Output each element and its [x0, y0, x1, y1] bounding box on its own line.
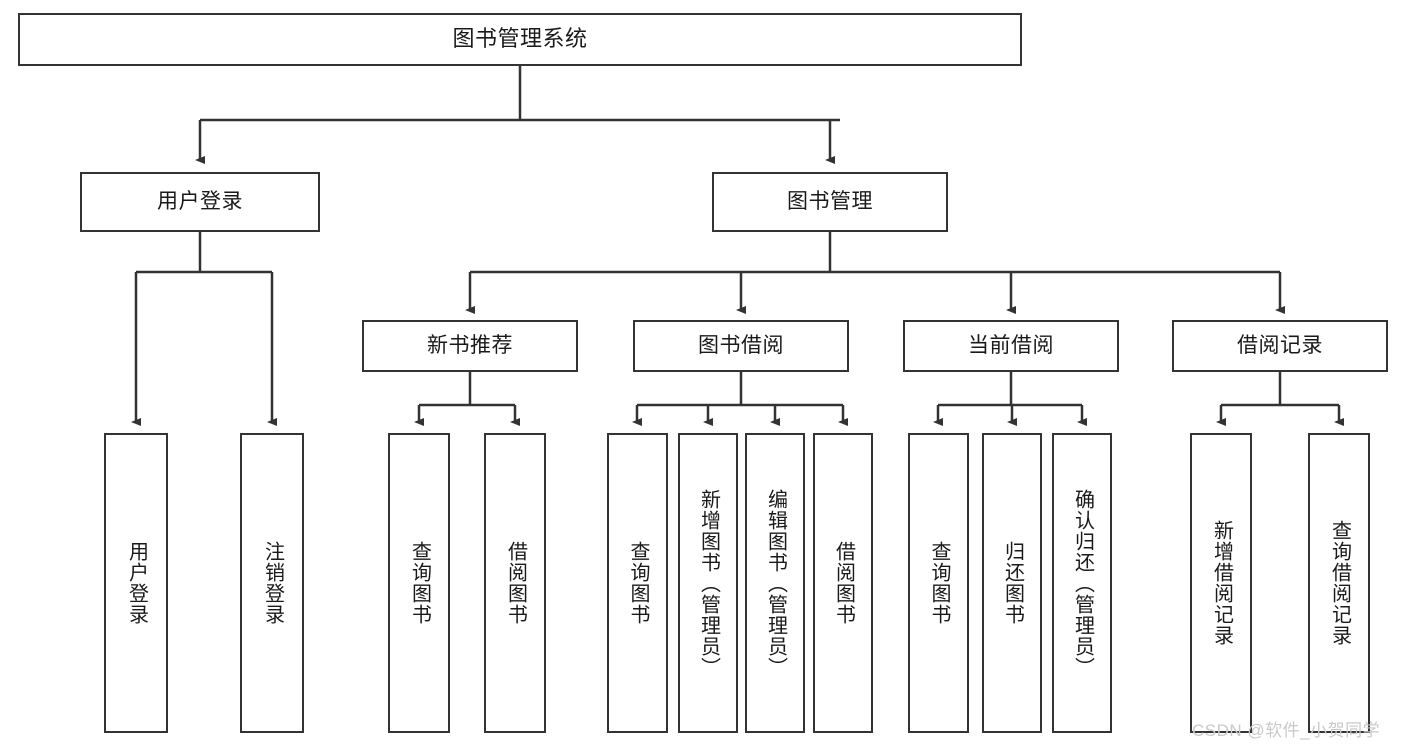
node-label: 图书借阅 [698, 334, 784, 358]
watermark-text: CSDN @软件_小贺同学 [1192, 721, 1381, 740]
node-leaf-query-borrow-record[interactable]: 查询借阅记录 [1308, 433, 1370, 733]
node-label: 用户登录 [125, 541, 148, 625]
node-leaf-borrow-book-recommendation[interactable]: 借阅图书 [484, 433, 546, 733]
node-leaf-borrow-book[interactable]: 借阅图书 [813, 433, 873, 733]
node-book-management[interactable]: 图书管理 [712, 172, 948, 232]
node-user-login[interactable]: 用户登录 [80, 172, 320, 232]
node-label: 查询图书 [627, 541, 649, 625]
node-leaf-query-book-borrow[interactable]: 查询图书 [607, 433, 668, 733]
node-leaf-return-book[interactable]: 归还图书 [982, 433, 1042, 733]
node-label: 新书推荐 [427, 334, 513, 358]
node-label: 新增借阅记录 [1210, 520, 1233, 646]
node-current-borrow[interactable]: 当前借阅 [903, 320, 1119, 372]
node-label: 当前借阅 [968, 334, 1054, 358]
node-leaf-query-book-recommendation[interactable]: 查询图书 [388, 433, 450, 733]
node-label: 编辑图书（管理员） [764, 488, 787, 678]
node-label: 查询借阅记录 [1328, 520, 1351, 646]
node-leaf-add-borrow-record[interactable]: 新增借阅记录 [1190, 433, 1252, 733]
node-label: 借阅图书 [832, 541, 855, 625]
node-leaf-user-login[interactable]: 用户登录 [104, 433, 168, 733]
node-label: 图书管理 [787, 190, 873, 214]
node-label: 借阅图书 [504, 541, 527, 625]
node-label: 新增图书（管理员） [697, 488, 720, 678]
node-label: 用户登录 [157, 190, 243, 214]
node-root-book-management-system[interactable]: 图书管理系统 [18, 13, 1022, 66]
node-label: 查询图书 [928, 541, 950, 625]
node-new-book-recommendation[interactable]: 新书推荐 [362, 320, 578, 372]
node-leaf-query-book-current[interactable]: 查询图书 [908, 433, 969, 733]
node-leaf-confirm-return-admin[interactable]: 确认归还（管理员） [1052, 433, 1112, 733]
node-label: 确认归还（管理员） [1071, 488, 1094, 678]
node-leaf-edit-book-admin[interactable]: 编辑图书（管理员） [745, 433, 805, 733]
node-book-borrow[interactable]: 图书借阅 [633, 320, 849, 372]
node-leaf-add-book-admin[interactable]: 新增图书（管理员） [678, 433, 738, 733]
node-label: 查询图书 [408, 541, 431, 625]
node-label: 归还图书 [1001, 541, 1024, 625]
node-label: 借阅记录 [1237, 334, 1323, 358]
node-leaf-user-logout[interactable]: 注销登录 [240, 433, 304, 733]
node-label: 注销登录 [261, 541, 284, 625]
node-label: 图书管理系统 [452, 26, 588, 52]
node-borrow-record[interactable]: 借阅记录 [1172, 320, 1388, 372]
